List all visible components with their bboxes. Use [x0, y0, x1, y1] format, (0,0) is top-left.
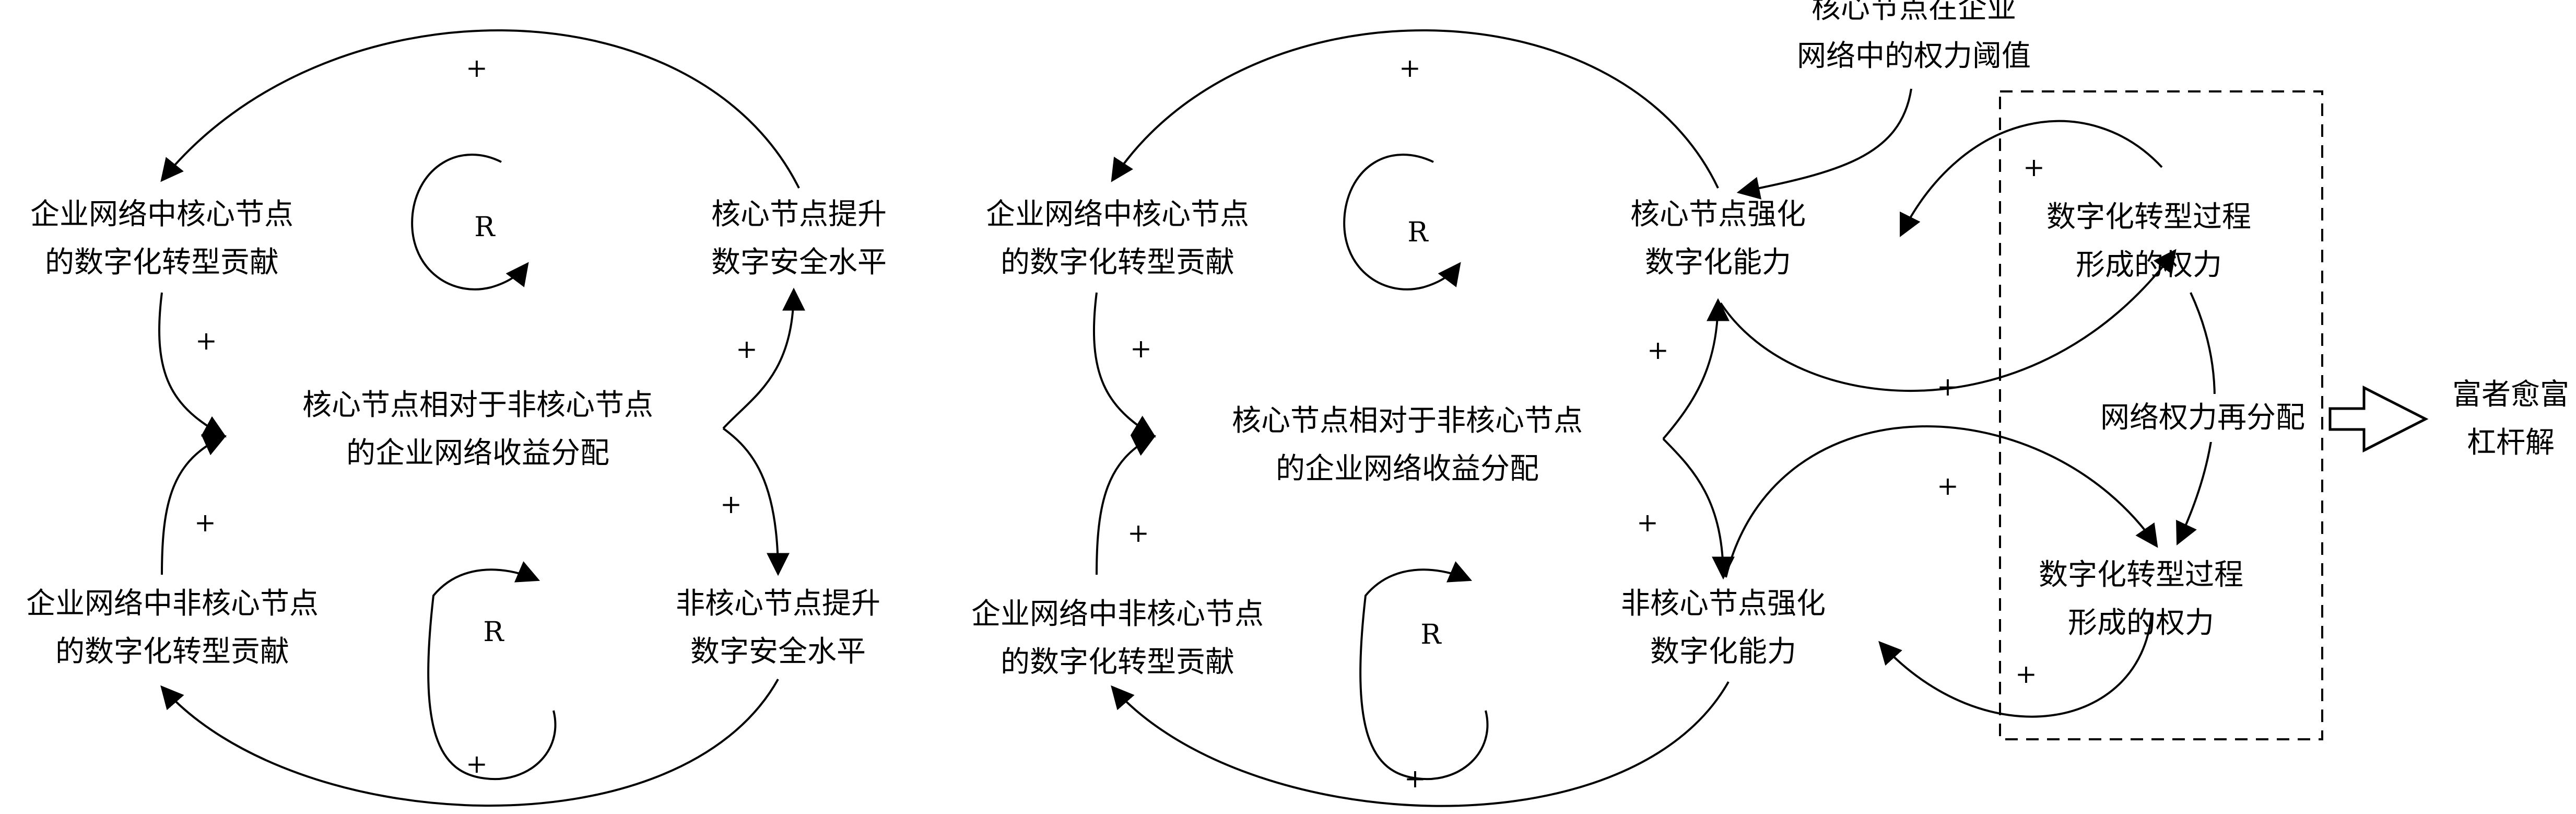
d2-center-label: 核心节点相对于非核心节点的企业网络收益分配	[1232, 404, 1583, 486]
d2-noncore-capability-label: 非核心节点强化数字化能力	[1621, 587, 1826, 669]
d2-plus-power-bottom-loop: +	[2015, 659, 2037, 689]
d2-power-top-label: 数字化转型过程形成的权力	[2046, 200, 2251, 282]
d2-plus-left-upper: +	[1130, 333, 1152, 364]
d2-power-bottom-label: 数字化转型过程形成的权力	[2039, 558, 2243, 640]
d1-core-contribution-label: 企业网络中核心节点的数字化转型贡献	[30, 197, 293, 280]
d1-loop-top	[411, 154, 529, 290]
d2-arrow-capability-to-power-bottom	[1725, 425, 2158, 578]
d1-arrow-contribution-to-center	[158, 292, 227, 438]
d1-loop-bottom	[427, 561, 557, 781]
result-hollow-arrow	[2328, 385, 2429, 453]
d2-loop-top	[1343, 154, 1461, 290]
d1-plus-left-lower: +	[194, 507, 216, 538]
d2-plus-right-upper: +	[1647, 335, 1669, 365]
d2-loop-bottom	[1359, 561, 1489, 781]
d1-center-label: 核心节点相对于非核心节点的企业网络收益分配	[302, 388, 653, 470]
d1-arrow-noncore-to-center	[161, 434, 227, 575]
d2-result-label: 富者愈富杠杆解	[2452, 378, 2569, 460]
d2-redistribution-label: 网络权力再分配	[2100, 394, 2305, 442]
d2-plus-left-lower: +	[1127, 518, 1149, 548]
d2-arrow-center-to-core-capability	[1662, 298, 1730, 440]
d2-arrow-power-top-to-capability	[1900, 120, 2163, 237]
d2-arrow-center-to-noncore-capability	[1662, 438, 1735, 580]
d2-arrow-capability-to-contribution	[1111, 29, 1719, 189]
d2-plus-exchange-lower: +	[1937, 471, 1959, 501]
d1-loop-bottom-label: R	[483, 617, 504, 648]
d2-arrow-capability-to-power-top	[1720, 249, 2177, 392]
d2-arrow-noncore-to-center	[1096, 435, 1156, 575]
d2-plus-exchange-upper: +	[1937, 371, 1959, 402]
d1-plus-bottom: +	[466, 749, 488, 779]
d2-plus-right-lower: +	[1637, 507, 1658, 538]
d1-loop-top-label: R	[474, 212, 495, 243]
d2-arrow-threshold-to-capability	[1736, 88, 1912, 200]
d2-plus-bottom: +	[1404, 763, 1426, 794]
d1-arrow-center-to-core-security	[722, 287, 805, 429]
power-redistribution-region	[1999, 90, 2323, 740]
d2-arrow-noncore-to-contribution	[1111, 681, 1730, 807]
d1-arrow-security-to-contribution	[160, 29, 800, 189]
d2-core-contribution-label: 企业网络中核心节点的数字化转型贡献	[986, 197, 1249, 280]
d1-arrow-security-to-noncore	[160, 679, 779, 807]
d1-core-security-label: 核心节点提升数字安全水平	[711, 197, 887, 280]
d1-noncore-contribution-label: 企业网络中非核心节点的数字化转型贡献	[26, 587, 319, 669]
d2-power-threshold-label: 核心节点在企业网络中的权力阈值	[1797, 0, 2031, 73]
d2-plus-power-top-loop: +	[2023, 152, 2045, 182]
d2-core-capability-label: 核心节点强化数字化能力	[1630, 197, 1806, 280]
d1-arrow-center-to-noncore-security	[722, 427, 790, 576]
d2-loop-bottom-label: R	[1420, 619, 1441, 650]
d2-loop-top-label: R	[1407, 217, 1428, 248]
d2-noncore-contribution-label: 企业网络中非核心节点的数字化转型贡献	[971, 597, 1264, 679]
d1-plus-left-upper: +	[195, 325, 217, 356]
d1-plus-top: +	[466, 53, 488, 83]
d2-arrow-power-bottom-to-noncore	[1878, 613, 2152, 718]
d1-plus-right-lower: +	[720, 489, 742, 519]
d1-plus-right-upper: +	[736, 334, 758, 364]
d2-arrow-contribution-to-center	[1092, 292, 1156, 438]
d1-noncore-security-label: 非核心节点提升数字安全水平	[676, 587, 880, 669]
d2-plus-top: +	[1399, 53, 1421, 83]
